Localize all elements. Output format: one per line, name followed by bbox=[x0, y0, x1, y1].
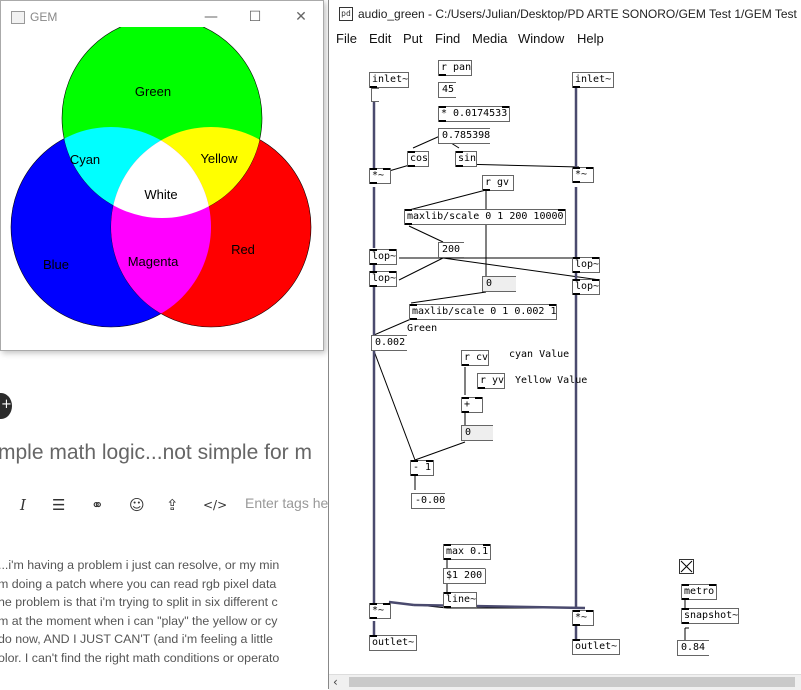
post-body-line: m doing a patch where you can read rgb p… bbox=[0, 576, 277, 591]
italic-icon[interactable]: I bbox=[20, 496, 26, 514]
upload-icon[interactable]: ⇪ bbox=[166, 496, 179, 514]
yellow-label: Yellow bbox=[200, 151, 238, 166]
comment-cyan: cyan Value bbox=[509, 349, 570, 360]
line-object[interactable]: line~ bbox=[443, 592, 477, 608]
menu-help[interactable]: Help bbox=[577, 31, 604, 46]
scale-object-2[interactable]: maxlib/scale 0 1 0.002 1 bbox=[409, 304, 557, 320]
r-cv-object[interactable]: r cv bbox=[461, 350, 489, 366]
number-45[interactable]: 45 bbox=[438, 82, 456, 98]
lop-object-2[interactable]: lop~ bbox=[369, 271, 397, 287]
mul-signal-left[interactable]: *~ bbox=[369, 168, 391, 184]
white-region bbox=[111, 127, 211, 218]
magenta-label: Magenta bbox=[128, 254, 179, 269]
mul-signal-right[interactable]: *~ bbox=[572, 167, 594, 183]
lop-object-3[interactable]: lop~ bbox=[572, 257, 600, 273]
message-200[interactable]: $1 200 bbox=[443, 568, 486, 584]
green-label: Green bbox=[135, 84, 171, 99]
metro-object[interactable]: metro bbox=[681, 584, 717, 600]
cos-object[interactable]: cos bbox=[407, 151, 429, 167]
patch-cords bbox=[372, 86, 689, 644]
menu-window[interactable]: Window bbox=[518, 31, 565, 46]
tags-input[interactable]: Enter tags he bbox=[245, 495, 329, 511]
menu-put[interactable]: Put bbox=[403, 31, 423, 46]
maximize-icon[interactable]: ☐ bbox=[248, 9, 262, 25]
snapshot-object[interactable]: snapshot~ bbox=[681, 608, 739, 624]
lop-object-1[interactable]: lop~ bbox=[369, 249, 397, 265]
inlet-left[interactable]: inlet~ bbox=[369, 72, 409, 88]
outlet-right[interactable]: outlet~ bbox=[572, 639, 620, 655]
mul-out-left[interactable]: *~ bbox=[369, 603, 391, 619]
max-object[interactable]: max 0.1 bbox=[443, 544, 491, 560]
number-negative[interactable]: -0.00 bbox=[411, 493, 445, 509]
emoji-icon[interactable]: ☺ bbox=[129, 496, 145, 514]
scroll-left-arrow-icon[interactable]: ‹ bbox=[333, 675, 338, 689]
number-200[interactable]: 200 bbox=[438, 242, 464, 258]
link-icon[interactable]: ⚭ bbox=[91, 496, 104, 514]
blue-label: Blue bbox=[43, 257, 69, 272]
comment-yellow: Yellow Value bbox=[515, 375, 588, 386]
code-icon[interactable]: </> bbox=[203, 498, 228, 512]
round-action-button[interactable]: + bbox=[0, 393, 12, 419]
toggle[interactable] bbox=[679, 559, 694, 574]
pd-window-title: audio_green - C:/Users/Julian/Desktop/PD… bbox=[358, 7, 801, 21]
mul-out-right[interactable]: *~ bbox=[572, 610, 594, 626]
post-body-line: he problem is that i'm trying to split i… bbox=[0, 595, 278, 609]
menu-file[interactable]: File bbox=[336, 31, 357, 46]
inlet-left-handle[interactable] bbox=[371, 88, 379, 102]
post-body: ...i'm having a problem i just can resol… bbox=[0, 556, 330, 667]
r-pan-object[interactable]: r pan bbox=[438, 60, 472, 76]
post-title: mple math logic...not simple for m bbox=[0, 441, 312, 464]
list-icon[interactable]: ☰ bbox=[52, 496, 66, 514]
horizontal-scrollbar[interactable]: ‹ bbox=[329, 674, 801, 690]
sin-object[interactable]: sin bbox=[455, 151, 477, 167]
pd-patch-window[interactable]: pd audio_green - C:/Users/Julian/Desktop… bbox=[328, 0, 801, 690]
number-084[interactable]: 0.84 bbox=[677, 640, 709, 656]
number-radians[interactable]: 0.785398 bbox=[438, 128, 490, 144]
number-0-a[interactable]: 0 bbox=[482, 276, 516, 292]
outlet-left[interactable]: outlet~ bbox=[369, 635, 417, 651]
post-body-line: olor. I can't find the right math condit… bbox=[0, 650, 280, 665]
inlet-right[interactable]: inlet~ bbox=[572, 72, 614, 88]
scale-object-1[interactable]: maxlib/scale 0 1 200 10000 bbox=[404, 209, 566, 225]
pd-titlebar[interactable]: pd audio_green - C:/Users/Julian/Desktop… bbox=[329, 0, 801, 28]
number-0002[interactable]: 0.002 bbox=[371, 335, 407, 351]
post-body-line: do now, AND I JUST CAN'T (and i'm feelin… bbox=[0, 632, 273, 646]
gem-render-canvas: Green Cyan Yellow White Blue Magenta Red bbox=[10, 27, 312, 328]
gem-window[interactable]: GEM — ☐ ✕ Green Cyan Yellow White Blue M… bbox=[0, 0, 324, 351]
red-label: Red bbox=[231, 242, 255, 257]
close-icon[interactable]: ✕ bbox=[295, 9, 307, 25]
lop-object-4[interactable]: lop~ bbox=[572, 279, 600, 295]
r-yv-object[interactable]: r yv bbox=[477, 373, 505, 389]
post-body-line: m at the moment when i can "play" the ye… bbox=[0, 613, 278, 628]
pd-patch-canvas[interactable]: inlet~ r pan 45 * 0.0174533 0.785398 cos… bbox=[329, 50, 801, 674]
r-gv-object[interactable]: r gv bbox=[482, 175, 514, 191]
pd-menubar: File Edit Put Find Media Window Help bbox=[329, 28, 801, 50]
window-app-icon bbox=[11, 11, 25, 24]
menu-media[interactable]: Media bbox=[472, 31, 508, 46]
cyan-label: Cyan bbox=[70, 152, 100, 167]
comment-green: Green bbox=[407, 323, 438, 334]
minus-1-object[interactable]: - 1 bbox=[410, 460, 434, 476]
post-body-line: ...i'm having a problem i just can resol… bbox=[0, 558, 280, 572]
mul-rad-object[interactable]: * 0.0174533 bbox=[438, 106, 510, 122]
white-label: White bbox=[144, 187, 177, 202]
plus-object[interactable]: + bbox=[461, 397, 483, 413]
number-0-b[interactable]: 0 bbox=[461, 425, 493, 441]
editor-toolbar: I ☰ ⚭ ☺ ⇪ </> Enter tags he bbox=[0, 491, 330, 521]
scrollbar-thumb[interactable] bbox=[349, 677, 795, 687]
plus-icon: + bbox=[1, 397, 12, 412]
minimize-icon[interactable]: — bbox=[204, 9, 218, 25]
menu-find[interactable]: Find bbox=[435, 31, 461, 46]
toggle-x-icon bbox=[680, 560, 693, 573]
menu-edit[interactable]: Edit bbox=[369, 31, 392, 46]
pd-app-icon: pd bbox=[339, 7, 353, 21]
gem-window-title: GEM bbox=[30, 10, 58, 24]
